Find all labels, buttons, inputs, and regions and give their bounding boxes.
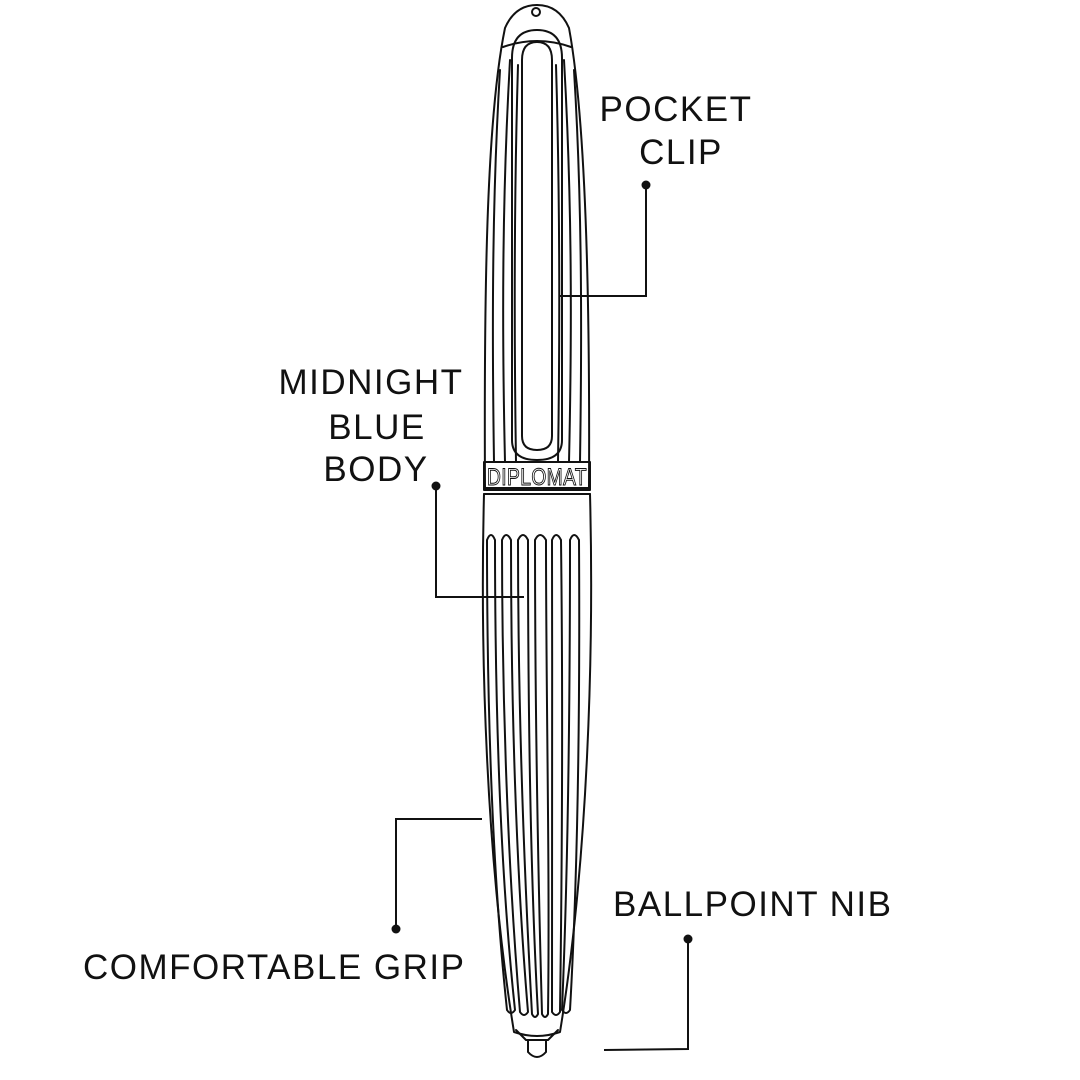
pen-cap-outline [483,4,591,489]
leader-lines [395,185,689,1051]
pen-drawing [481,4,593,1058]
barrel-flute [501,534,529,1016]
cap-flute [555,64,561,463]
leader-dot-grip [391,924,401,934]
barrel-flute [551,534,564,1016]
cap-flute [502,59,511,463]
pocket-clip-shape [511,29,563,461]
cap-flute [563,59,572,463]
leader-line-body [435,486,524,598]
callout-body-line-1: MIDNIGHT [278,363,464,402]
pen-barrel-outline [481,493,593,1037]
leader-line-pocket-clip [559,185,647,297]
callout-pocket-clip-line-2: CLIP [639,133,723,172]
cap-band [483,461,591,491]
barrel-flute [486,534,516,1014]
barrel-flute [517,534,539,1018]
callout-nib: BALLPOINT NIB [613,885,893,924]
pocket-clip-inner [521,41,553,451]
leader-line-nib [603,939,689,1051]
leader-dot-body [431,481,441,491]
cap-flute [491,69,501,463]
ballpoint-nib-shape [527,1039,547,1058]
leader-dot-pocket-clip [641,180,651,190]
cap-top-hole [531,7,541,17]
leader-dots [391,180,693,944]
callout-body-line-3: BODY [323,450,429,489]
cap-flute [573,69,583,463]
brand-logo: DIPLOMAT [487,464,587,491]
barrel-flute [561,534,581,1014]
callout-body-line-2: BLUE [328,408,426,447]
leader-dot-nib [683,934,693,944]
cap-flute [513,64,519,463]
barrel-flute [534,534,550,1018]
callout-pocket-clip-line-1: POCKET [599,90,753,129]
callout-grip: COMFORTABLE GRIP [83,948,466,987]
pen-tip-cone [515,1029,559,1041]
leader-line-grip [395,818,482,929]
